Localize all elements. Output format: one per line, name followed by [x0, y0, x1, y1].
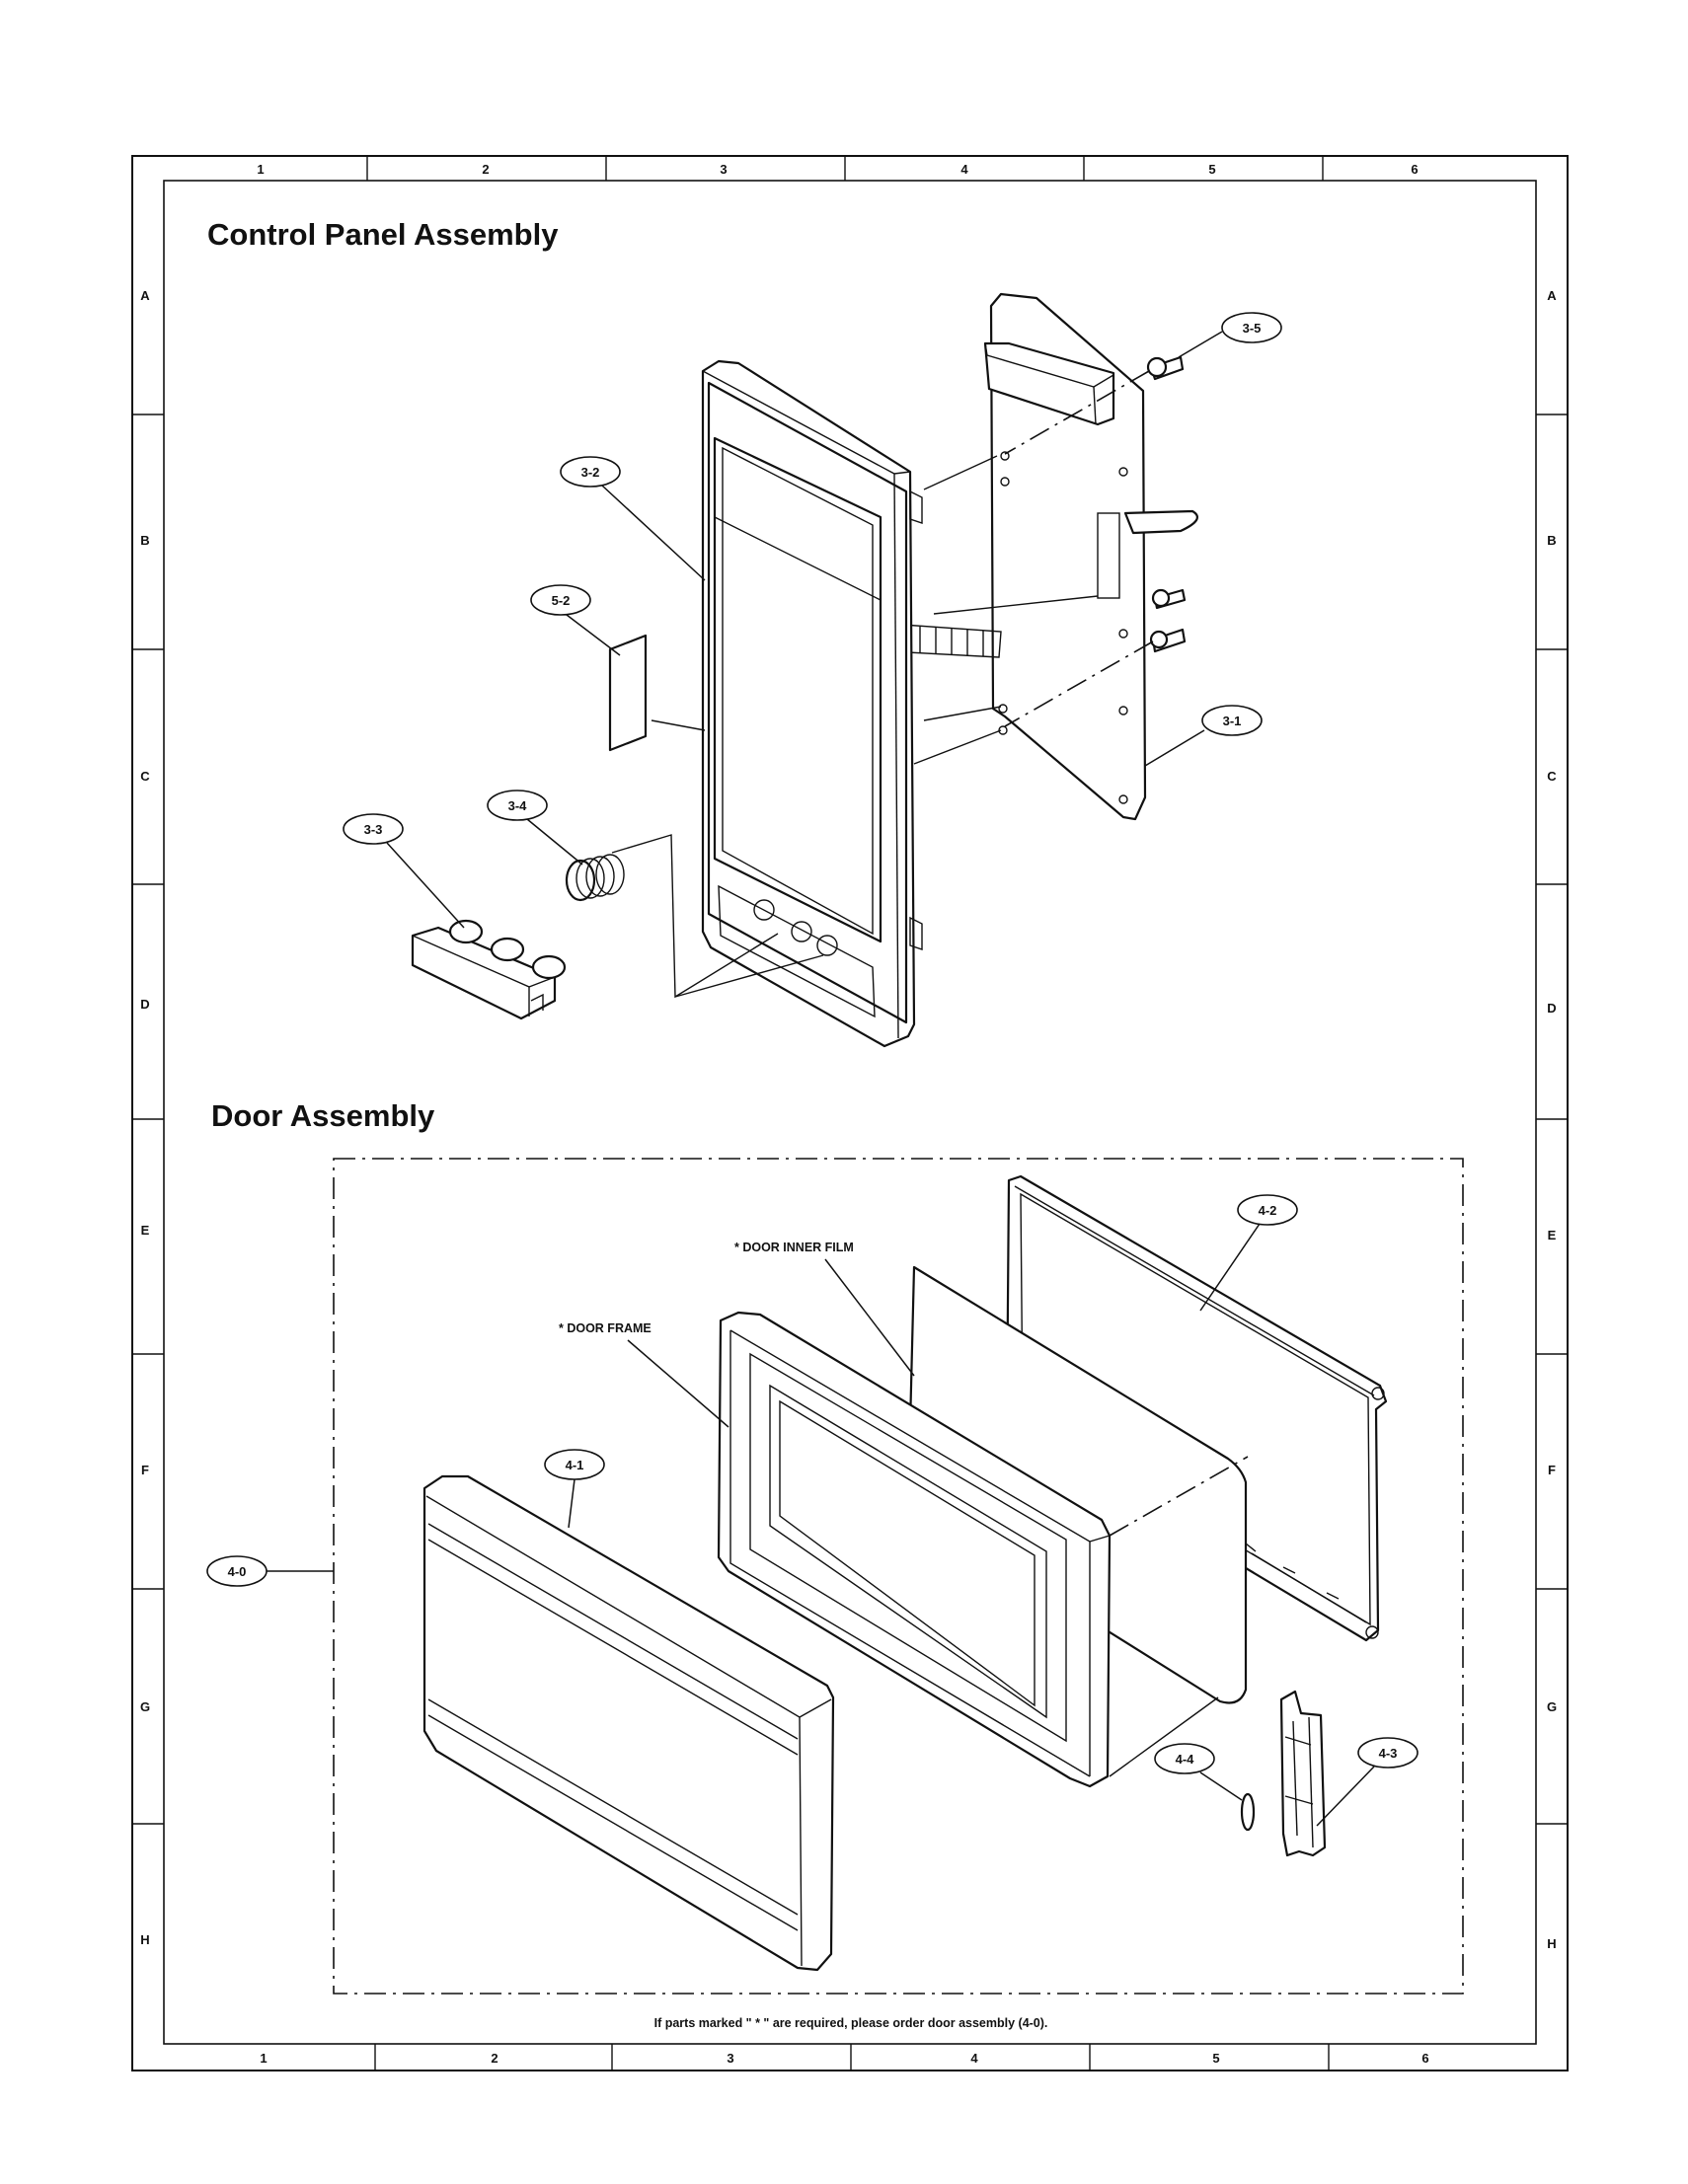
door-assembly-boundary	[333, 1158, 1464, 1995]
grid-row-D: D	[140, 997, 149, 1012]
assembly-line-b	[1004, 640, 1154, 727]
callout-3-4-text: 3-4	[508, 798, 528, 813]
callout-4-1: 4-1	[544, 1449, 605, 1529]
callout-3-3-text: 3-3	[364, 822, 383, 837]
grid-col-2-bottom: 2	[491, 2051, 498, 2066]
door-front-panel-4-1	[422, 1474, 835, 1972]
door-frame-leader	[627, 1339, 729, 1428]
grid-columns-top: 1 2 3 4 5 6	[257, 162, 1418, 177]
callout-3-3: 3-3	[343, 813, 465, 929]
label-5-2	[608, 634, 648, 752]
grid-col-3: 3	[720, 162, 727, 177]
grid-rows-right: A B C D E F G H	[1547, 288, 1557, 1951]
connect-line-c	[913, 729, 1002, 765]
grid-col-4-bottom: 4	[970, 2051, 978, 2066]
control-unit-board-3-1	[887, 292, 1198, 821]
callout-3-2-text: 3-2	[581, 465, 600, 480]
door-inner-film-leader	[824, 1258, 915, 1377]
grid-row-B: B	[140, 533, 149, 548]
callout-5-2-text: 5-2	[552, 593, 571, 608]
assembly-line-a	[1004, 370, 1150, 455]
grid-col-6: 6	[1411, 162, 1418, 177]
connect-line-a	[923, 455, 998, 490]
grid-col-3-bottom: 3	[727, 2051, 733, 2066]
connect-line-d	[933, 595, 1099, 615]
callout-3-1: 3-1	[1144, 705, 1263, 767]
grid-col-6-bottom: 6	[1421, 2051, 1428, 2066]
grid-columns-bottom: 1 2 3 4 5 6	[260, 2051, 1428, 2066]
assembly-line-label	[651, 719, 706, 731]
assembly-line-button	[611, 834, 779, 999]
button-3-3	[411, 919, 567, 1020]
callout-4-1-text: 4-1	[566, 1458, 584, 1472]
spring-3-4	[565, 854, 625, 902]
callout-4-2: 4-2	[1199, 1194, 1298, 1312]
grid-col-5: 5	[1208, 162, 1215, 177]
grid-row-G-right: G	[1547, 1699, 1557, 1714]
screw-3-1b	[1149, 628, 1187, 653]
door-assembly-line-b	[1109, 1696, 1219, 1777]
callout-4-3-text: 4-3	[1379, 1746, 1398, 1761]
grid-col-1-bottom: 1	[260, 2051, 267, 2066]
grid-row-B-right: B	[1547, 533, 1556, 548]
grid-rows-left: A B C D E F G H	[140, 288, 150, 1947]
grid-row-F-right: F	[1548, 1463, 1556, 1477]
grid-col-5-bottom: 5	[1212, 2051, 1219, 2066]
callout-3-5: 3-5	[1178, 312, 1282, 358]
door-frame-label: * DOOR FRAME	[559, 1321, 652, 1335]
grid-row-D-right: D	[1547, 1001, 1556, 1016]
callout-4-0: 4-0	[206, 1555, 334, 1587]
grid-row-G: G	[140, 1699, 150, 1714]
door-assembly-line-a	[1109, 1456, 1249, 1537]
grid-row-H: H	[140, 1932, 149, 1947]
grid-col-2: 2	[482, 162, 489, 177]
grid-row-E-right: E	[1548, 1228, 1557, 1243]
callout-3-2: 3-2	[560, 456, 706, 581]
control-panel-assembly-title: Control Panel Assembly	[207, 217, 559, 252]
drawing-frame	[131, 155, 1569, 2071]
callout-4-3: 4-3	[1316, 1737, 1419, 1827]
callout-5-2: 5-2	[530, 584, 621, 656]
callout-4-4-text: 4-4	[1176, 1752, 1195, 1767]
footnote: If parts marked " * " are required, plea…	[654, 2016, 1048, 2030]
callout-4-0-text: 4-0	[228, 1564, 247, 1579]
spring-4-4	[1240, 1792, 1256, 1832]
grid-row-C: C	[140, 769, 150, 784]
door-inner-film	[906, 1265, 1248, 1704]
grid-row-H-right: H	[1547, 1936, 1556, 1951]
grid-col-4: 4	[960, 162, 968, 177]
callout-4-2-text: 4-2	[1259, 1203, 1277, 1218]
grid-row-A: A	[140, 288, 150, 303]
connect-line-b	[923, 706, 1002, 721]
screw-3-5	[1146, 355, 1185, 381]
door-inner-film-label: * DOOR INNER FILM	[734, 1241, 854, 1254]
latch-4-3	[1279, 1690, 1327, 1857]
grid-col-1: 1	[257, 162, 264, 177]
assembly-line-button-2	[674, 954, 824, 998]
grid-row-C-right: C	[1547, 769, 1557, 784]
callout-3-5-text: 3-5	[1243, 321, 1262, 336]
callout-4-4: 4-4	[1154, 1743, 1243, 1801]
door-assembly-title: Door Assembly	[211, 1098, 435, 1133]
callout-3-1-text: 3-1	[1223, 714, 1242, 728]
screw-3-1a	[1151, 588, 1187, 610]
grid-row-F: F	[141, 1463, 149, 1477]
control-panel-frame-3-2	[701, 359, 923, 1048]
grid-row-A-right: A	[1547, 288, 1557, 303]
door-frame	[717, 1311, 1112, 1788]
grid-row-E: E	[141, 1223, 150, 1238]
callout-3-4: 3-4	[487, 790, 583, 866]
